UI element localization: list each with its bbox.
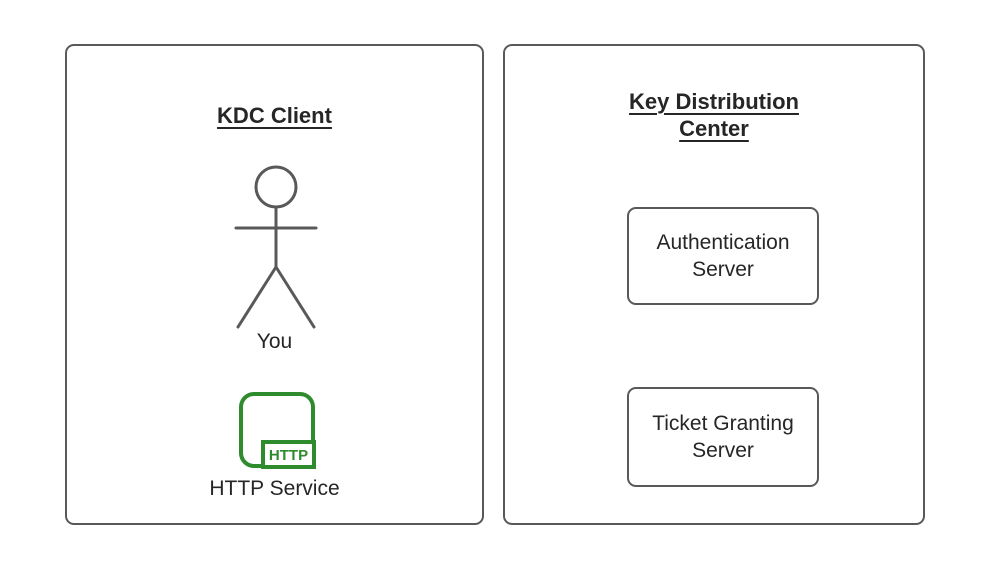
- person-icon: [234, 165, 318, 329]
- ticket-granting-server-label: Ticket Granting Server: [652, 412, 794, 462]
- http-service-icon: HTTP: [239, 392, 316, 469]
- kdc-title: Key Distribution Center: [505, 88, 923, 142]
- authentication-server-label: Authentication Server: [656, 231, 790, 281]
- kdc-title-text: Key Distribution Center: [629, 89, 799, 141]
- kdc-client-panel: KDC Client You HTTP HTTP Service: [65, 44, 484, 525]
- key-distribution-center-panel: Key Distribution Center Authentication S…: [503, 44, 925, 525]
- authentication-server-box: Authentication Server: [627, 207, 819, 305]
- kdc-client-title: KDC Client: [67, 102, 482, 129]
- http-service-label: HTTP Service: [209, 477, 340, 500]
- http-icon-text: HTTP: [269, 447, 308, 464]
- actor-label: You: [256, 330, 293, 353]
- kdc-client-title-text: KDC Client: [217, 103, 332, 128]
- ticket-granting-server-box: Ticket Granting Server: [627, 387, 819, 487]
